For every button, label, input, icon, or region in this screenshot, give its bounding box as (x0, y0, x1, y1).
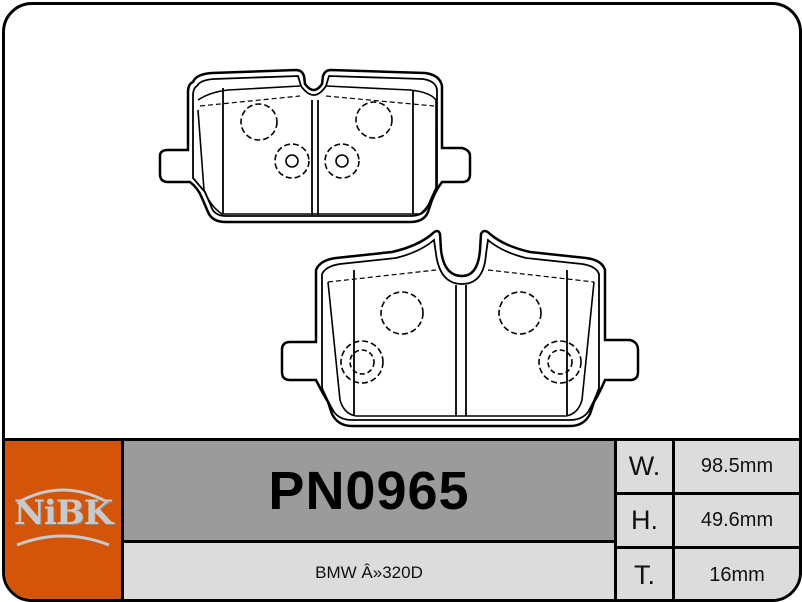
vehicle-application: BMW Â»320D (315, 562, 423, 582)
spec-row-height: H. 49.6mm (617, 495, 799, 549)
spec-value: 98.5mm (675, 441, 799, 492)
brand-logo-cell: NiBK (5, 441, 124, 599)
spec-label: W. (617, 441, 675, 492)
spec-value: 49.6mm (675, 495, 799, 546)
part-number-cell: PN0965 (124, 441, 617, 543)
top-pad-icon (158, 68, 472, 224)
spec-value: 16mm (675, 549, 799, 599)
brand-logo: NiBK (13, 493, 113, 533)
spec-row-width: W. 98.5mm (617, 441, 799, 495)
brake-pad-drawing (5, 5, 799, 438)
bottom-pad-icon (280, 229, 640, 428)
spec-label: T. (617, 549, 675, 599)
spec-row-thickness: T. 16mm (617, 549, 799, 599)
product-info-panel: NiBK PN0965 BMW Â»320D W. 98.5mm H. 49.6… (5, 438, 799, 599)
part-number: PN0965 (268, 460, 470, 521)
dimensions-table: W. 98.5mm H. 49.6mm T. 16mm (617, 441, 799, 599)
vehicle-cell: BMW Â»320D (124, 543, 617, 599)
spec-label: H. (617, 495, 675, 546)
logo-arc-icon (16, 488, 110, 547)
